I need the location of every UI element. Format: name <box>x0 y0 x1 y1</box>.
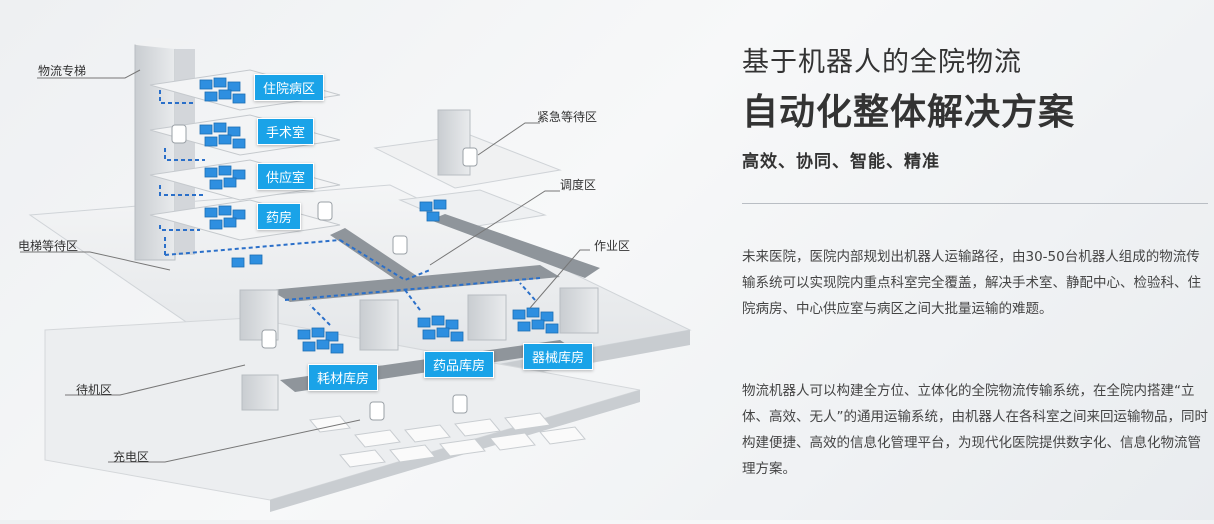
headline-tagline: 高效、协同、智能、精准 <box>742 152 940 172</box>
callout-elevator: 物流专梯 <box>38 64 87 78</box>
headline-block: 基于机器人的全院物流 自动化整体解决方案 高效、协同、智能、精准 <box>742 40 1208 172</box>
charging-pads <box>309 412 586 468</box>
divider <box>742 203 1208 204</box>
buildings <box>239 109 599 411</box>
robot-routes <box>159 90 541 326</box>
tag-equipment: 器械库房 <box>523 343 594 370</box>
tag-inpatient: 住院病区 <box>254 74 325 101</box>
body-paragraph-2: 物流机器人可以构建全方位、立体化的全院物流传输系统，在全院内搭建“立体、高效、无… <box>742 383 1208 477</box>
tag-consumables: 耗材库房 <box>308 364 379 391</box>
tag-supply: 供应室 <box>257 163 315 190</box>
headline-line1: 基于机器人的全院物流 <box>742 47 1022 78</box>
robots <box>171 124 478 421</box>
elevator-tower <box>134 38 195 261</box>
tag-pharmacy: 药房 <box>257 203 302 230</box>
callout-elevator-wait: 电梯等待区 <box>18 239 79 253</box>
callout-standby: 待机区 <box>76 383 113 397</box>
callout-charging: 充电区 <box>113 450 150 464</box>
callout-work-area: 作业区 <box>594 239 631 253</box>
body-paragraph-1: 未来医院，医院内部规划出机器人运输路径，由30-50台机器人组成的物流传输系统可… <box>742 249 1201 317</box>
box-clusters <box>199 77 559 354</box>
tag-drug-store: 药品库房 <box>424 351 495 378</box>
callout-emergency-wait: 紧急等待区 <box>537 110 598 124</box>
callout-leaders <box>20 69 590 463</box>
headline-line2: 自动化整体解决方案 <box>742 92 1076 133</box>
callout-dispatch: 调度区 <box>560 178 597 192</box>
tag-surgery: 手术室 <box>257 118 315 145</box>
